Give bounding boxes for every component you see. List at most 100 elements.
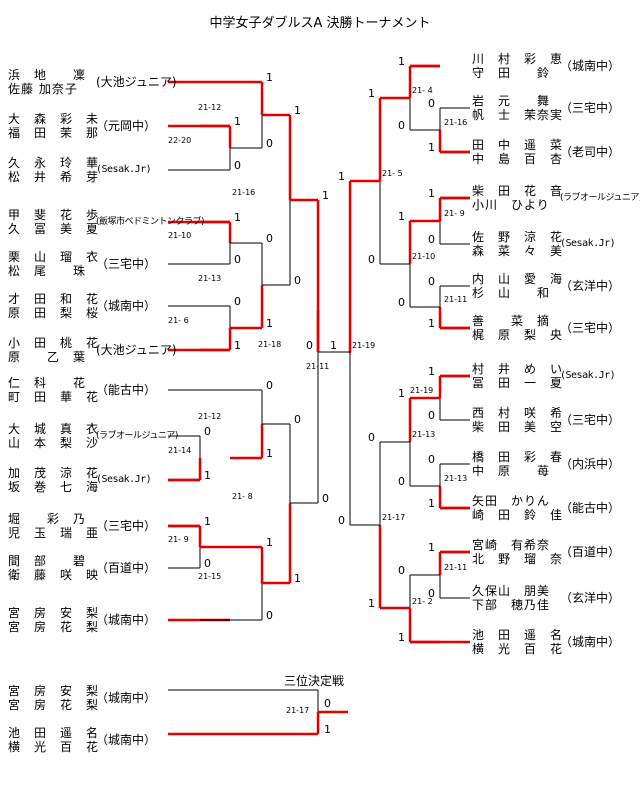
game-count: 0 <box>234 159 241 172</box>
match-score: 21-11 <box>306 362 330 371</box>
player-name: 下部 穂乃佳 <box>472 598 551 612</box>
match-score: 21-11 <box>444 563 468 572</box>
game-count: 0 <box>398 296 405 309</box>
player-name: 山 本 梨 沙 <box>8 436 100 450</box>
team-name: （城南中） <box>96 691 157 705</box>
team-name: （能古中） <box>560 501 621 515</box>
game-count: 1 <box>368 87 375 100</box>
match-score: 21-13 <box>444 474 468 483</box>
game-count: 0 <box>306 339 313 352</box>
game-count: 1 <box>204 515 211 528</box>
match-score: 21- 4 <box>412 86 433 95</box>
team-name: （三宅中） <box>96 519 157 533</box>
match-score: 21- 5 <box>382 169 403 178</box>
player-name: 中 島 百 杏 <box>472 152 564 166</box>
team-name: （城南中） <box>560 635 621 649</box>
match-score: 21-13 <box>412 430 436 439</box>
team-name: （元岡中） <box>96 119 157 133</box>
team-name: （城南中） <box>96 299 157 313</box>
player-name: 栗 山 瑠 衣 <box>8 250 100 264</box>
game-count: 1 <box>294 572 301 585</box>
game-count: 1 <box>322 189 329 202</box>
game-count: 1 <box>428 365 435 378</box>
team-name: (飯塚市ベドミントンクラブ) <box>96 217 205 227</box>
player-name: 加 茂 涼 花 <box>8 466 100 480</box>
match-score: 21- 9 <box>168 535 189 544</box>
game-count: 0 <box>322 492 329 505</box>
team-name: （城南中） <box>560 59 621 73</box>
match-score: 22-20 <box>168 136 192 145</box>
game-count: 1 <box>338 170 345 183</box>
match-score: 21- 9 <box>444 209 465 218</box>
match-score: 21-16 <box>444 118 468 127</box>
player-name: 柴 田 花 音 <box>472 184 564 198</box>
team-name: （三宅中） <box>560 321 621 335</box>
team-name: （百道中） <box>560 545 621 559</box>
player-name: 帆 士 茉奈実 <box>472 108 564 122</box>
player-name: 宮 房 安 梨 <box>8 684 100 698</box>
game-count: 1 <box>234 339 241 352</box>
player-name: 浜 地 凜 <box>8 68 87 82</box>
game-count: 0 <box>266 137 273 150</box>
game-count: 1 <box>266 536 273 549</box>
player-name: 森 菜 々 美 <box>472 244 564 258</box>
game-count: 1 <box>428 317 435 330</box>
player-name: 松 井 希 芽 <box>8 170 100 184</box>
player-name: 守 田 鈴 <box>472 66 551 80</box>
team-name: （三宅中） <box>96 257 157 271</box>
player-name: 佐 野 涼 花 <box>472 230 564 244</box>
player-name: 松 尾 珠 <box>8 264 87 278</box>
player-name: 久 永 玲 華 <box>8 156 100 170</box>
player-name: 久保山 朋美 <box>472 584 551 598</box>
match-score: 21-10 <box>168 231 192 240</box>
match-score: 21- 2 <box>412 596 433 606</box>
game-count: 0 <box>266 232 273 245</box>
player-name: 岩 元 舞 <box>472 94 551 108</box>
game-count: 0 <box>398 475 405 488</box>
team-name: （能古中） <box>96 383 157 397</box>
game-count: 1 <box>266 317 273 330</box>
player-name: 宮 房 花 梨 <box>8 620 100 634</box>
team-name: (Sesak.Jr) <box>560 238 616 249</box>
team-name: (Sesak.Jr) <box>96 164 152 175</box>
player-name: 仁 科 花 <box>8 376 87 390</box>
game-count: 0 <box>266 379 273 392</box>
game-count: 0 <box>368 253 375 266</box>
match-score: 21-19 <box>352 341 376 350</box>
player-name: 久 冨 美 夏 <box>8 222 100 236</box>
game-count: 0 <box>428 453 435 466</box>
player-name: 柴 田 美 空 <box>472 420 564 434</box>
player-name: 北 野 瑠 奈 <box>472 552 564 566</box>
player-name: 坂 巻 七 海 <box>8 480 100 494</box>
team-name: （老司中） <box>560 145 621 159</box>
player-name: 児 玉 瑞 亜 <box>8 526 100 540</box>
game-count: 1 <box>324 723 331 736</box>
team-name: （城南中） <box>96 613 157 627</box>
game-count: 0 <box>428 233 435 246</box>
game-count: 0 <box>266 609 273 622</box>
game-count: 0 <box>398 564 405 577</box>
player-name: 町 田 華 花 <box>8 390 100 404</box>
team-name: （玄洋中） <box>560 591 621 605</box>
player-name: 福 田 茉 那 <box>8 126 100 140</box>
match-score: 21-17 <box>286 706 310 715</box>
player-name: 田 中 遥 菜 <box>472 138 564 152</box>
team-name: （内浜中） <box>560 457 621 471</box>
player-name: 冨 田 一 夏 <box>472 376 564 390</box>
team-name: (大池ジュニア) <box>96 75 177 89</box>
match-score: 21-14 <box>168 446 192 455</box>
player-name: 杉 山 和 <box>472 286 551 300</box>
player-name: 梶 原 梨 央 <box>472 328 564 342</box>
player-name: 中 原 苺 <box>472 464 551 478</box>
player-name: 才 田 和 花 <box>8 292 100 306</box>
game-count: 0 <box>398 119 405 132</box>
game-count: 1 <box>234 115 241 128</box>
match-score: 21-11 <box>444 295 468 304</box>
game-count: 1 <box>368 597 375 610</box>
player-name: 小 田 桃 花 <box>8 336 100 350</box>
game-count: 1 <box>428 141 435 154</box>
game-count: 1 <box>428 497 435 510</box>
player-name: 橋 田 彩 春 <box>472 450 564 464</box>
player-name: 善 菜 摘 <box>472 314 551 328</box>
match-score: 21-18 <box>258 339 282 349</box>
